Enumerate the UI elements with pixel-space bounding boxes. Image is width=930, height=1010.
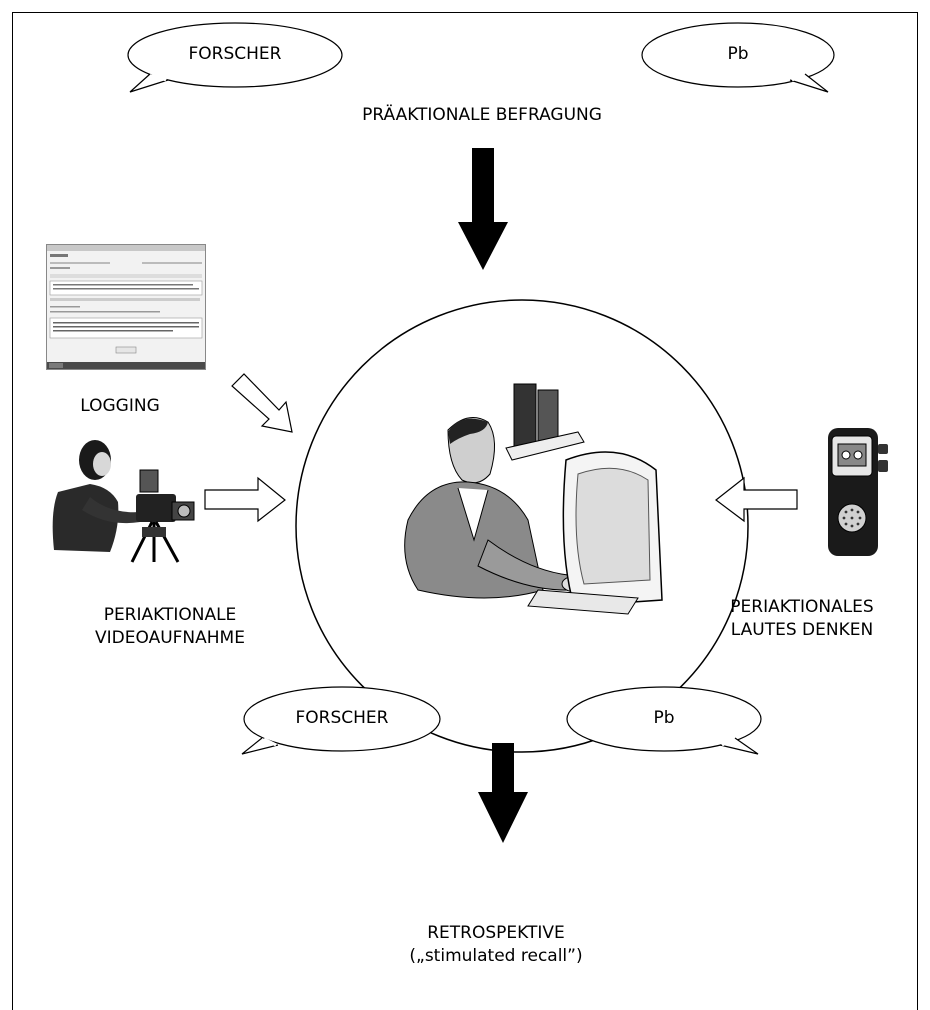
computer-user-icon [404, 383, 663, 615]
speech-bubble-bottom-subject [566, 686, 762, 755]
diagram-frame [12, 12, 918, 1010]
arrow-down-top [458, 148, 508, 270]
retrospective-caption-line1: RETROSPEKTIVE [427, 923, 565, 943]
voice-recorder-icon [828, 428, 888, 556]
speech-bubble-bottom-researcher [241, 686, 441, 755]
retrospective-caption-line2: („stimulated recall”) [409, 946, 583, 966]
speech-bubble-top-subject [641, 22, 835, 93]
speech-bubble-top-researcher [127, 22, 343, 93]
bottom-researcher-text: FORSCHER [295, 708, 389, 728]
arrow-down-bottom [478, 743, 528, 843]
arrow-right-video [204, 476, 286, 523]
arrow-left-audio [715, 476, 798, 523]
video-caption-line1: PERIAKTIONALE [103, 605, 237, 625]
logging-caption: LOGGING [80, 396, 160, 416]
think-aloud-caption-line1: PERIAKTIONALES [730, 597, 874, 617]
think-aloud-caption-line2: LAUTES DENKEN [730, 620, 874, 640]
bottom-subject-text: Pb [653, 708, 675, 728]
arrow-diagonal-logging [231, 373, 293, 433]
top-researcher-text: FORSCHER [188, 44, 282, 64]
video-camera-operator-icon [52, 440, 195, 563]
software-screenshot-icon [46, 244, 206, 370]
top-subject-text: Pb [727, 44, 749, 64]
video-caption-line2: VIDEOAUFNAHME [95, 628, 245, 648]
pre-actional-caption: PRÄAKTIONALE BEFRAGUNG [362, 105, 602, 125]
